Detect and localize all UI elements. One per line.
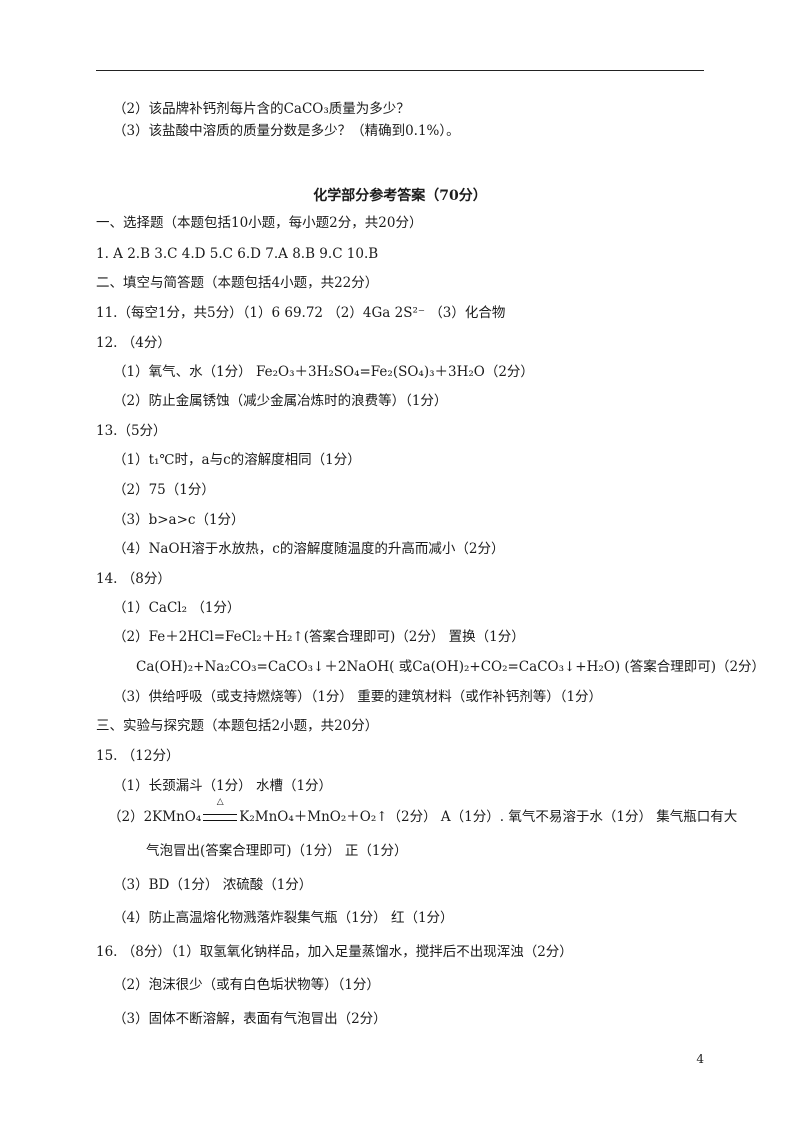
answer-15-4: （4）防止高温熔化物溅落炸裂集气瓶（1分） 红（1分）	[113, 910, 454, 926]
answer-title: 化学部分参考答案（70分）	[313, 188, 487, 204]
answer-14-3: （3）供给呼吸（或支持燃烧等）（1分） 重要的建筑材料（或作补钙剂等）（1分）	[113, 689, 603, 705]
answer-12-2: （2）防止金属锈蚀（减少金属冶炼时的浪费等）（1分）	[113, 393, 448, 409]
answer-15-heading: 15. （12分）	[96, 748, 180, 764]
answer-15-2-cont: 气泡冒出(答案合理即可)（1分） 正（1分）	[146, 843, 408, 859]
answer-15-3: （3）BD（1分） 浓硫酸（1分）	[113, 877, 313, 893]
answer-13-3: （3）b>a>c（1分）	[113, 512, 245, 528]
answer-14-2: （2）Fe＋2HCl=FeCl₂＋H₂↑(答案合理即可)（2分） 置换（1分）	[113, 629, 525, 645]
answer-14-1: （1）CaCl₂ （1分）	[113, 600, 241, 616]
section-3-heading: 三、实验与探究题（本题包括2小题，共20分）	[96, 718, 379, 734]
section-2-heading: 二、填空与简答题（本题包括4小题，共22分）	[96, 275, 379, 291]
page-number: 4	[696, 1052, 704, 1066]
answer-13-heading: 13.（5分）	[96, 423, 167, 439]
double-arrow-line	[203, 814, 238, 821]
section-1-heading: 一、选择题（本题包括10小题，每小题2分，共20分）	[96, 215, 423, 231]
answer-13-1: （1）t₁℃时，a与c的溶解度相同（1分）	[113, 452, 361, 468]
answer-15-1: （1）长颈漏斗（1分） 水槽（1分）	[113, 778, 333, 794]
answer-11: 11.（每空1分，共5分）（1）6 69.72 （2）4Ga 2S²⁻ （3）化…	[96, 305, 506, 321]
heat-condition: △	[201, 797, 239, 826]
heat-triangle-icon: △	[216, 797, 224, 807]
top-divider	[96, 70, 704, 71]
answer-16-1: 16. （8分）（1）取氢氧化钠样品，加入足量蒸馏水，搅拌后不出现浑浊（2分）	[96, 944, 573, 960]
answer-12-1: （1）氧气、水（1分） Fe₂O₃＋3H₂SO₄=Fe₂(SO₄)₃＋3H₂O（…	[113, 364, 534, 380]
answer-14-2-equation: Ca(OH)₂+Na₂CO₃=CaCO₃↓＋2NaOH( 或Ca(OH)₂+CO…	[136, 659, 766, 675]
choice-answers: 1. A 2.B 3.C 4.D 5.C 6.D 7.A 8.B 9.C 10.…	[96, 246, 379, 262]
equation-reactant: （2）2KMnO₄	[108, 809, 202, 825]
answer-16-3: （3）固体不断溶解，表面有气泡冒出（2分）	[113, 1011, 387, 1027]
equation-products: K₂MnO₄＋MnO₂＋O₂↑（2分） A（1分）. 氧气不易溶于水（1分） 集…	[239, 809, 738, 825]
answer-16-2: （2）泡沫很少（或有白色垢状物等）（1分）	[113, 977, 380, 993]
answer-12-heading: 12. （4分）	[96, 335, 171, 351]
answer-13-4: （4）NaOH溶于水放热，c的溶解度随温度的升高而减小（2分）	[113, 541, 505, 557]
question-line-3: （3）该盐酸中溶质的质量分数是多少？（精确到0.1%）。	[113, 123, 460, 139]
question-line-2: （2）该品牌补钙剂每片含的CaCO₃质量为多少？	[113, 101, 410, 117]
answer-13-2: （2）75（1分）	[113, 482, 215, 498]
answer-14-heading: 14. （8分）	[96, 571, 171, 587]
answer-15-2: （2）2KMnO₄ △ K₂MnO₄＋MnO₂＋O₂↑（2分） A（1分）. 氧气不…	[108, 797, 738, 826]
